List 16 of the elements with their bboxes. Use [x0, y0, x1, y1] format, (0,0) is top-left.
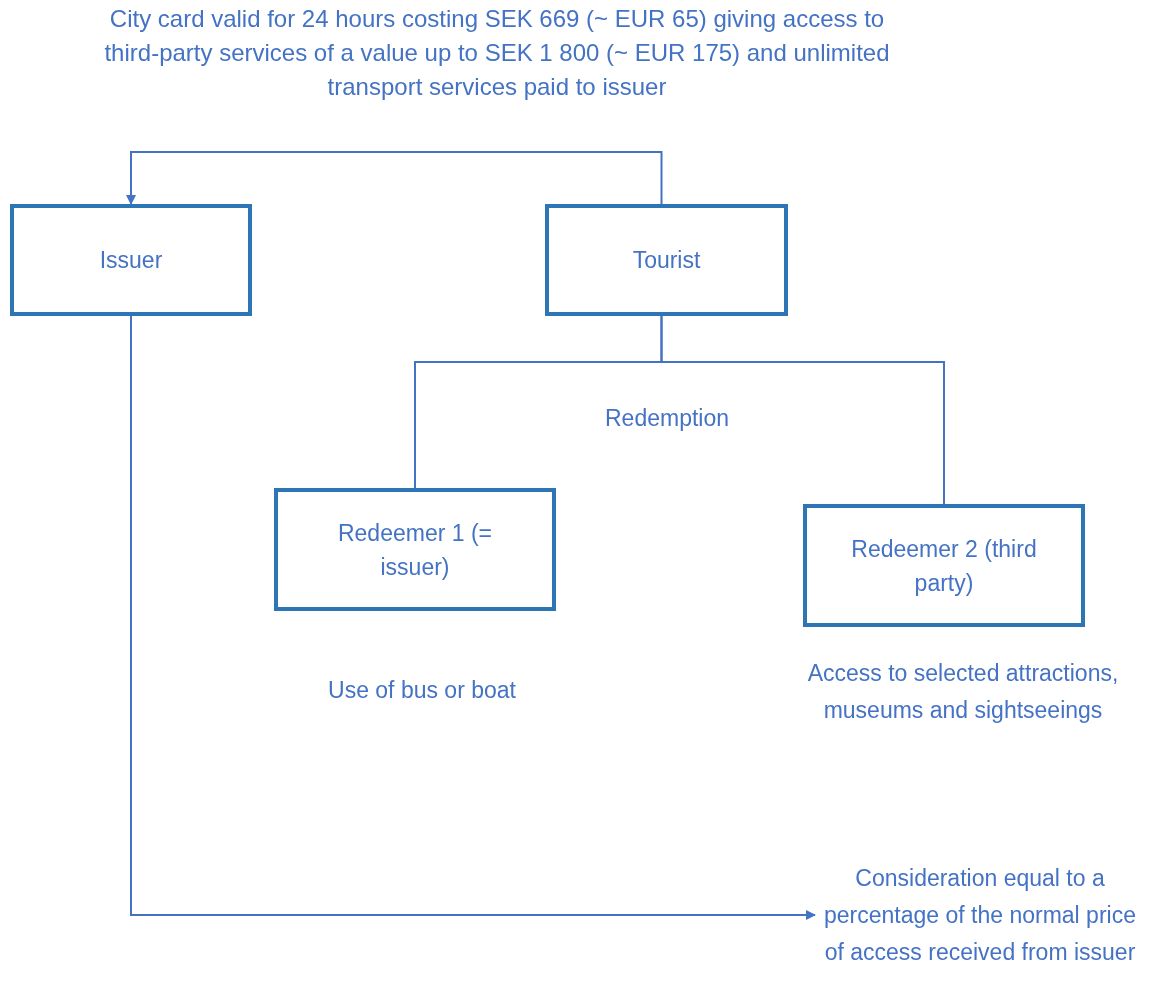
- process-box: [10, 204, 252, 316]
- arrow: [126, 151, 663, 205]
- process-box: [545, 204, 788, 316]
- box-label: Issuer: [99, 246, 163, 275]
- text-label: Redemption: [604, 404, 730, 433]
- box-label: Tourist: [632, 246, 701, 275]
- connector-line: [660, 315, 945, 505]
- box-label: Redeemer 2 (third party): [850, 534, 1038, 598]
- process-box: [274, 488, 556, 611]
- caption-text: Access to selected attractions, museums and sightseeings: [806, 659, 1120, 725]
- box-label: Redeemer 1 (= issuer): [336, 518, 494, 582]
- edge-label: City card valid for 24 hours costing SEK 669 (~ EUR 65) giving access to third-party services of a value up to SEK 1 800 (~ EUR 175) and unlimited transport services paid to issuer: [103, 4, 891, 102]
- caption-text: Use of bus or boat: [327, 676, 517, 705]
- arrow: [130, 315, 816, 920]
- text-label: Consideration equal to a percentage of the normal price of access received from issuer: [815, 846, 1145, 985]
- process-box: [803, 504, 1085, 627]
